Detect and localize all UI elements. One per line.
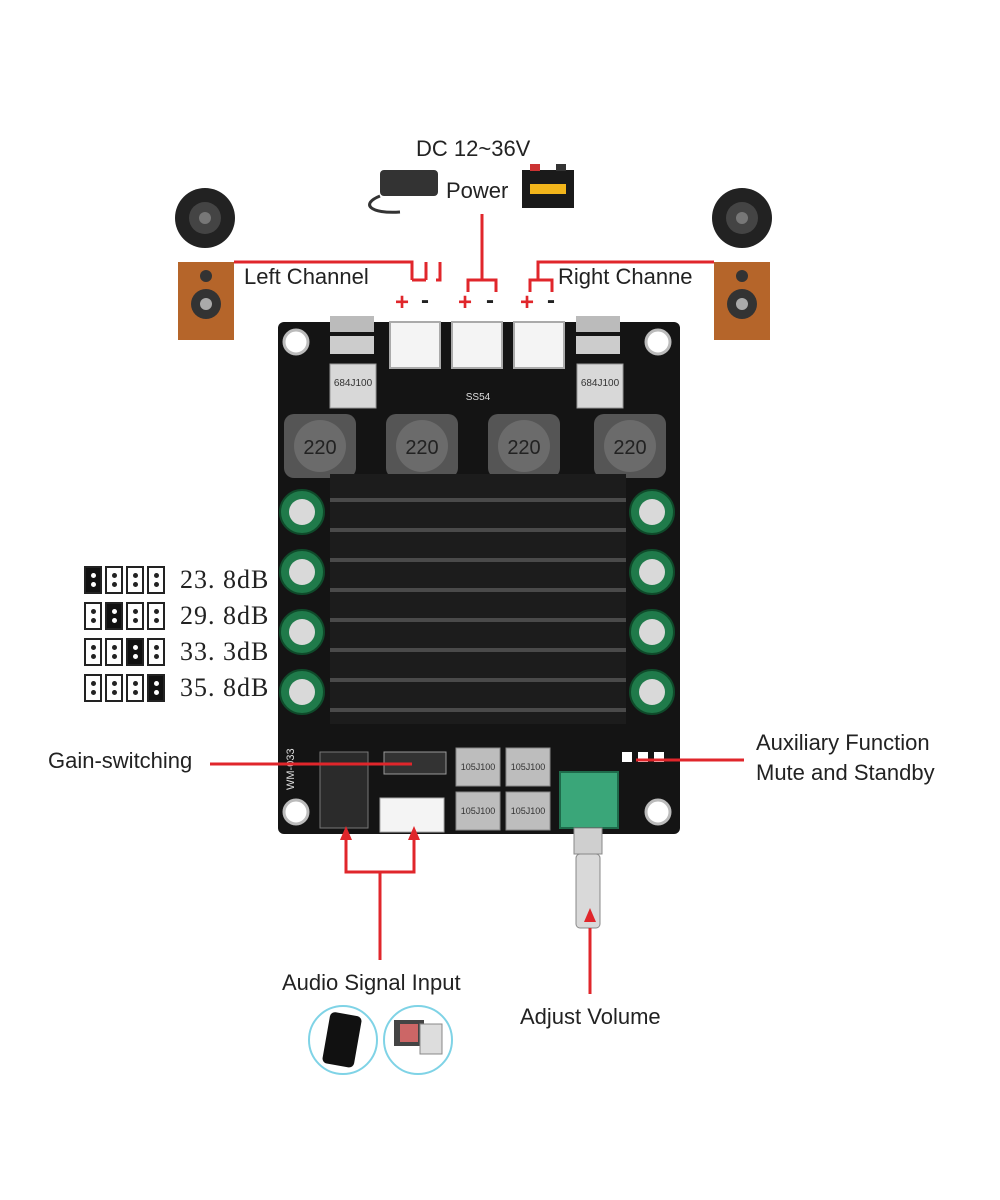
jumper-pin — [105, 566, 123, 594]
potentiometer-body — [559, 771, 619, 829]
adjust-volume-label: Adjust Volume — [520, 1004, 661, 1029]
jumper-pin — [147, 674, 165, 702]
jumper-pin — [105, 674, 123, 702]
aux-function-label: Auxiliary Function — [756, 730, 930, 755]
jumper-icon — [84, 602, 168, 630]
left-channel-label: Left Channel — [244, 264, 369, 289]
callout-lines — [210, 214, 744, 994]
inductors — [284, 414, 666, 478]
jumper-pin — [126, 638, 144, 666]
jumper-pin — [126, 674, 144, 702]
inductor-label-1: 220 — [303, 437, 336, 459]
gain-value: 29. 8dB — [180, 601, 270, 630]
battery-icon — [522, 164, 574, 208]
speaker-driver-left — [175, 188, 235, 248]
jumper-pin — [147, 566, 165, 594]
jumper-pin — [84, 674, 102, 702]
power-voltage-label: DC 12~36V — [416, 136, 531, 161]
right-plus: + — [520, 289, 534, 316]
polarity-markers: + - + - + - — [395, 287, 555, 316]
power-plus: + — [458, 289, 472, 316]
jumper-icon — [84, 674, 168, 702]
film-cap-label-4: 105J100 — [511, 806, 546, 816]
gain-switching-label: Gain-switching — [48, 748, 193, 773]
speaker-driver-right — [712, 188, 772, 248]
potentiometer-bushing — [573, 827, 603, 855]
mounting-holes — [282, 328, 672, 826]
jumper-pin — [126, 566, 144, 594]
jumper-pin — [84, 566, 102, 594]
callout-arrowheads — [340, 826, 596, 922]
gain-value: 23. 8dB — [180, 565, 270, 594]
power-label: Power — [446, 178, 509, 203]
model-label: WM-033 — [285, 748, 297, 790]
gain-value: 35. 8dB — [180, 673, 270, 702]
volume-knob-shaft[interactable] — [575, 853, 601, 929]
jumper-pin — [84, 602, 102, 630]
jumper-pin — [84, 638, 102, 666]
terminal-connectors — [389, 321, 565, 369]
speaker-cabinet-right — [714, 262, 770, 340]
audio-input-label: Audio Signal Input — [282, 970, 461, 995]
gain-value: 33. 3dB — [180, 637, 270, 666]
capacitor-tops — [289, 499, 665, 705]
right-channel-label: Right Channe — [558, 264, 693, 289]
jumper-pin — [105, 602, 123, 630]
phone-icon — [308, 1005, 378, 1075]
jumper-pin — [126, 602, 144, 630]
aux-pads — [622, 752, 664, 762]
film-cap-label-2: 105J100 — [511, 762, 546, 772]
computer-icon — [383, 1005, 453, 1075]
jumper-pin — [147, 638, 165, 666]
left-plus: + — [395, 289, 409, 316]
speaker-cabinet-left — [178, 262, 234, 340]
right-minus: - — [547, 287, 555, 314]
left-minus: - — [421, 287, 429, 314]
inductor-label-2: 220 — [405, 437, 438, 459]
jumper-icon — [84, 638, 168, 666]
heatsink — [330, 474, 626, 724]
film-cap-label-1: 105J100 — [461, 762, 496, 772]
power-adapter-icon — [368, 170, 438, 214]
inductor-label-3: 220 — [507, 437, 540, 459]
jumper-pin — [147, 602, 165, 630]
gain-row-3: 33. 3dB — [84, 634, 269, 670]
inductor-label-4: 220 — [613, 437, 646, 459]
jumper-icon — [84, 566, 168, 594]
film-capacitors — [455, 747, 551, 831]
gain-row-1: 23. 8dB — [84, 562, 269, 598]
gain-row-4: 35. 8dB — [84, 670, 269, 706]
jumper-pin — [105, 638, 123, 666]
smd-components — [329, 316, 624, 409]
gain-table: 23. 8dB 29. 8dB 33. 3dB 35. 8dB — [84, 562, 269, 706]
gain-row-2: 29. 8dB — [84, 598, 269, 634]
capacitor-label-left: 684J100 — [334, 378, 373, 389]
diode-label: SS54 — [466, 392, 491, 403]
capacitor-label-right: 684J100 — [581, 378, 620, 389]
input-connector — [379, 797, 445, 833]
power-minus: - — [486, 287, 494, 314]
mute-standby-label: Mute and Standby — [756, 760, 935, 785]
film-cap-label-3: 105J100 — [461, 806, 496, 816]
